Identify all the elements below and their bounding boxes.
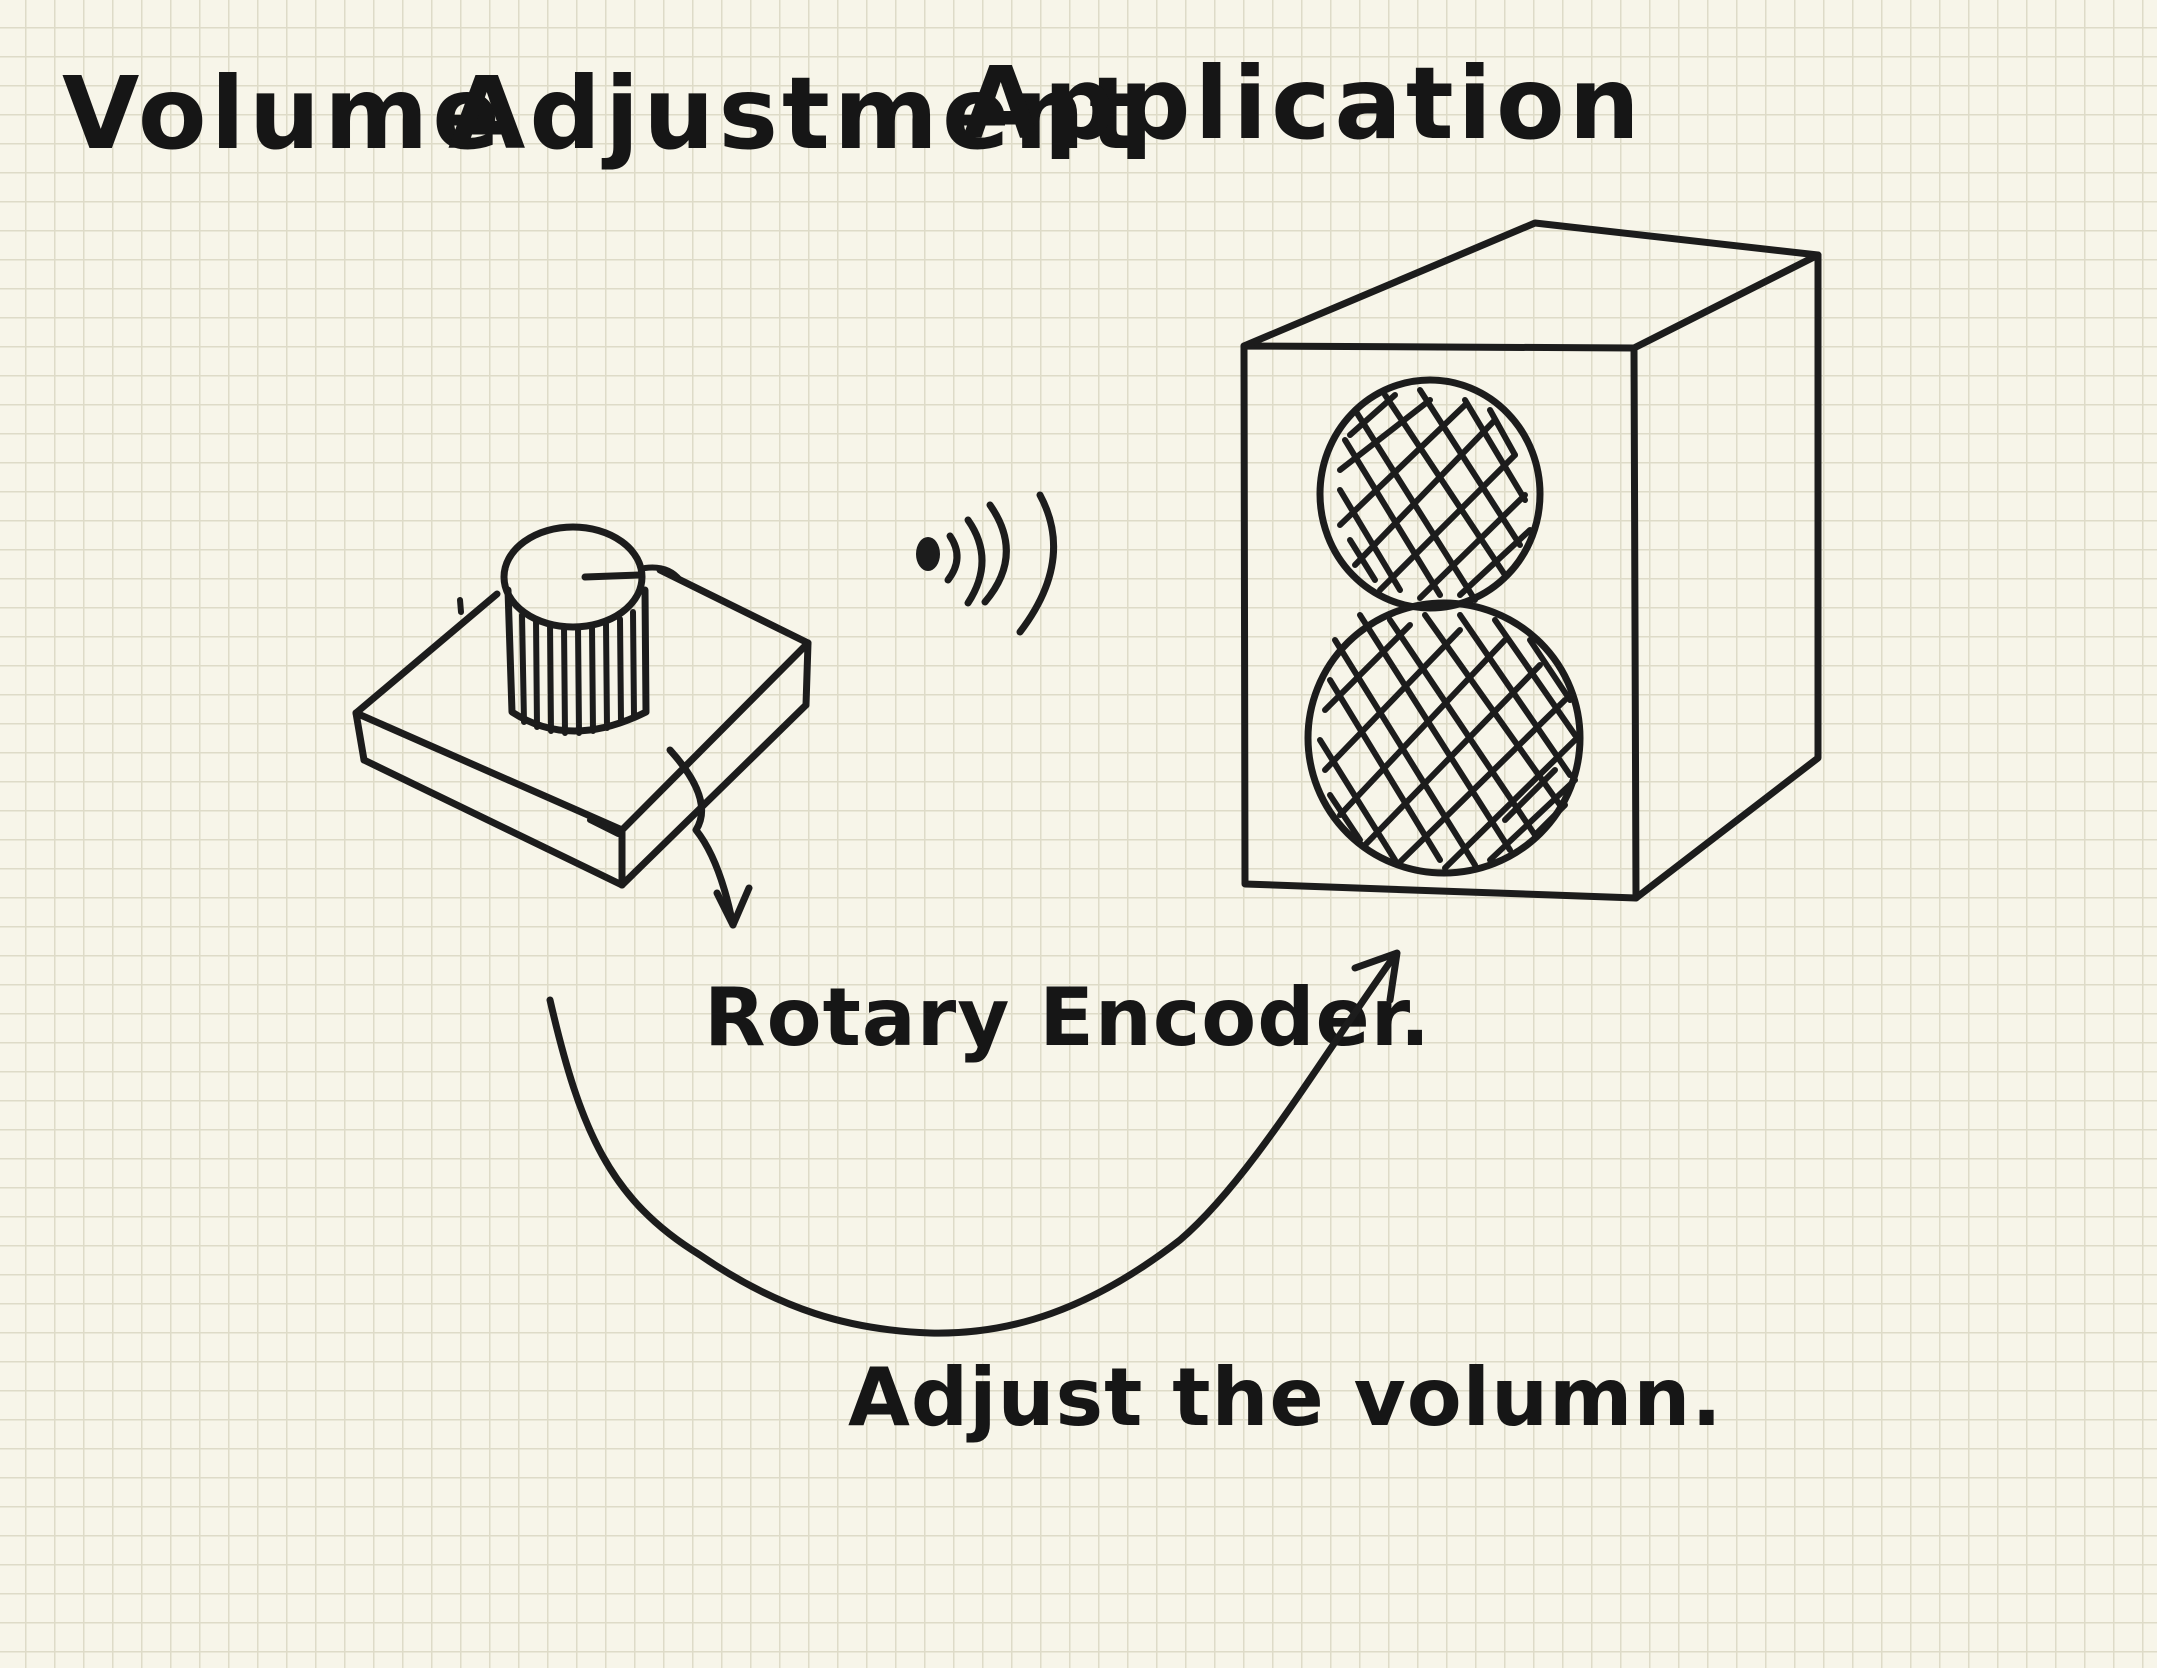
title-word-adjustment: Adjustment — [448, 55, 1141, 172]
speaker-driver-top — [1316, 376, 1544, 612]
speaker-cabinet-icon — [1240, 219, 1822, 902]
diagram-title: Volume Adjustment Application — [62, 45, 1644, 172]
rotary-encoder-icon — [352, 523, 812, 929]
encoder-label: Rotary Encoder. — [704, 971, 1431, 1064]
sound-waves-icon — [916, 491, 1058, 636]
speaker-driver-bottom — [1304, 599, 1584, 877]
action-label: Adjust the volumn. — [848, 1351, 1723, 1444]
adjust-arrow — [546, 949, 1401, 1337]
title-word-application: Application — [962, 45, 1644, 162]
title-word-volume: Volume — [62, 55, 504, 172]
knob-grooves — [519, 609, 637, 736]
sound-source-dot — [916, 537, 940, 571]
